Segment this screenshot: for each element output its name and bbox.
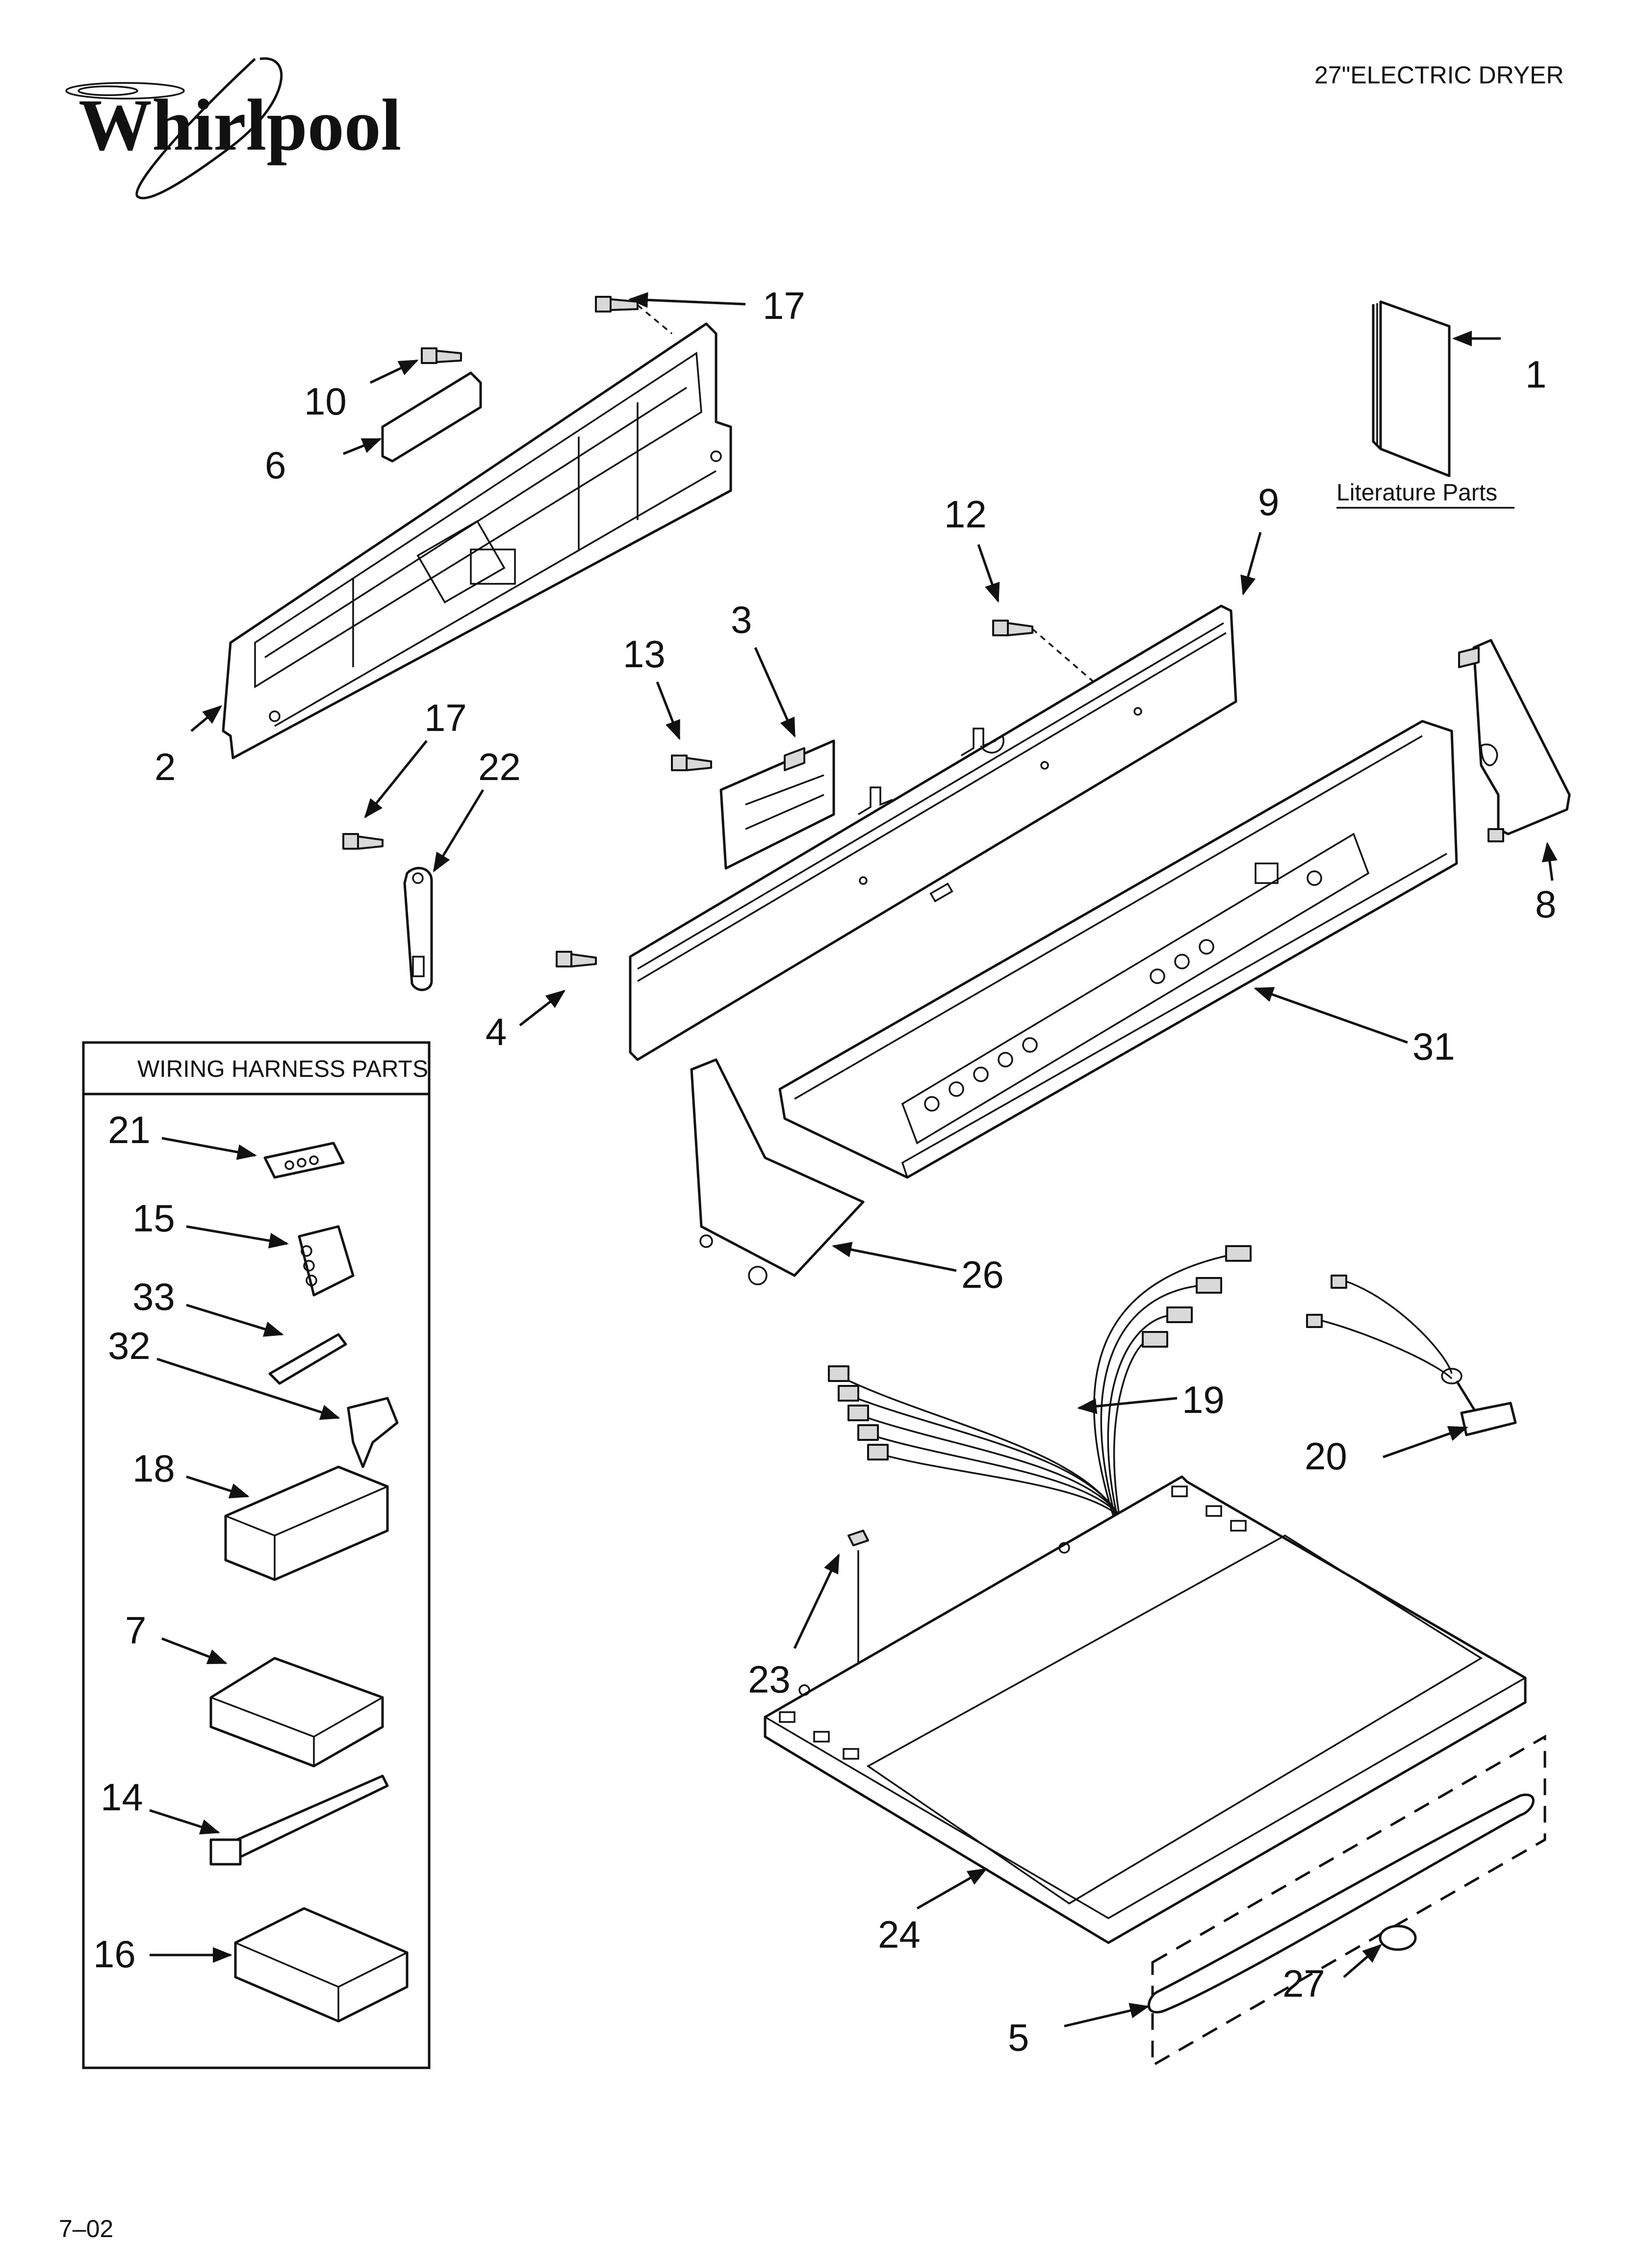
board-3-and-screw-13: 13 3 bbox=[623, 598, 835, 870]
callout-17-top: 17 bbox=[763, 284, 805, 327]
clip-23: 23 bbox=[748, 1530, 869, 1747]
callout-3: 3 bbox=[731, 598, 752, 641]
callout-27: 27 bbox=[1283, 1962, 1325, 2005]
swirl-icon bbox=[65, 82, 185, 100]
panel-rail-9: 9 bbox=[629, 480, 1279, 1061]
callout-32: 32 bbox=[108, 1324, 151, 1367]
wire-harness-19: 19 bbox=[828, 1245, 1252, 1526]
screw-17-top: 17 bbox=[595, 284, 805, 335]
page-title: 27"ELECTRIC DRYER bbox=[1314, 61, 1564, 89]
callout-15: 15 bbox=[132, 1197, 175, 1240]
callout-14: 14 bbox=[101, 1775, 143, 1819]
callout-20: 20 bbox=[1305, 1434, 1347, 1478]
control-panel-back-2: 2 bbox=[154, 322, 732, 788]
wire-harness-20: 20 bbox=[1305, 1275, 1517, 1478]
callout-19: 19 bbox=[1182, 1378, 1225, 1421]
end-cap-8: 8 bbox=[1458, 639, 1571, 926]
callout-21: 21 bbox=[108, 1108, 151, 1151]
callout-18: 18 bbox=[132, 1447, 175, 1490]
screw-12: 12 bbox=[944, 493, 1095, 683]
brand-logo-text: Whirlpool bbox=[78, 84, 401, 166]
whirlpool-logo: Whirlpool bbox=[65, 57, 401, 200]
callout-24: 24 bbox=[878, 1913, 921, 1956]
callout-12: 12 bbox=[944, 493, 987, 536]
end-cap-26: 26 bbox=[690, 1058, 1004, 1296]
callout-17-mid: 17 bbox=[424, 696, 467, 739]
wiring-harness-parts-box: WIRING HARNESS PARTS 21 15 33 32 18 7 14 bbox=[82, 1041, 431, 2069]
callout-10: 10 bbox=[304, 380, 347, 423]
callout-8: 8 bbox=[1535, 883, 1556, 926]
screw-4: 4 bbox=[486, 951, 597, 1053]
callout-26: 26 bbox=[961, 1253, 1004, 1296]
callout-13: 13 bbox=[623, 632, 666, 676]
date-code: 7–02 bbox=[59, 2215, 113, 2242]
literature-parts: 1 Literature Parts bbox=[1336, 300, 1546, 509]
screw-17-and-clip-22: 17 22 bbox=[342, 696, 521, 991]
bracket-6-and-screw-10: 10 6 bbox=[265, 347, 482, 487]
callout-9: 9 bbox=[1258, 480, 1279, 523]
wiring-box-title: WIRING HARNESS PARTS bbox=[137, 1056, 428, 1082]
console-31: 31 bbox=[778, 720, 1458, 1179]
callout-5: 5 bbox=[1008, 2016, 1029, 2059]
callout-4: 4 bbox=[486, 1010, 507, 1053]
callout-6: 6 bbox=[265, 443, 286, 487]
callout-16: 16 bbox=[93, 1932, 136, 1976]
callout-7: 7 bbox=[125, 1609, 146, 1652]
dryer-top-24: 24 bbox=[764, 1475, 1527, 1956]
callout-23: 23 bbox=[748, 1658, 791, 1701]
callout-31: 31 bbox=[1412, 1025, 1455, 1068]
callout-22: 22 bbox=[478, 745, 521, 788]
callout-33: 33 bbox=[132, 1275, 175, 1318]
callout-1: 1 bbox=[1525, 353, 1546, 396]
callout-2: 2 bbox=[154, 745, 176, 788]
kit-5-dashed-group: 27 5 bbox=[1008, 1734, 1546, 2068]
literature-parts-label: Literature Parts bbox=[1336, 480, 1497, 506]
